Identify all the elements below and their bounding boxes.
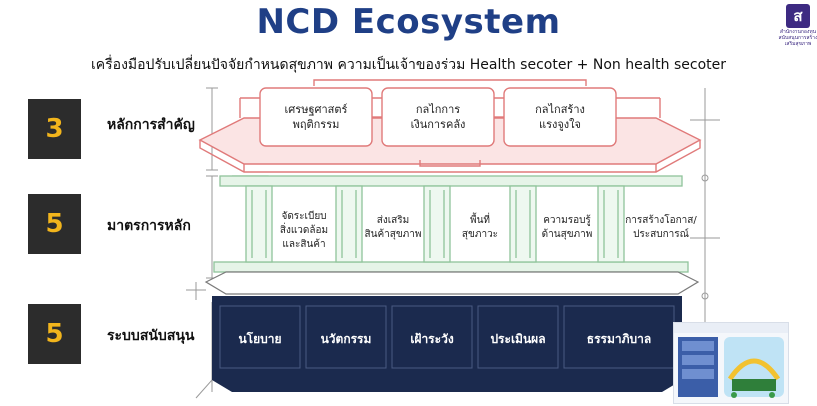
measure-2: ส่งเสริม สินค้าสุขภาพ bbox=[362, 214, 424, 242]
support-5: ธรรมาภิบาล bbox=[586, 332, 652, 346]
principle-1-line1: เศรษฐศาสตร์ bbox=[284, 103, 348, 116]
principle-2-line2: เงินการคลัง bbox=[410, 118, 466, 131]
pillar-4 bbox=[509, 185, 537, 263]
pillar-1 bbox=[245, 185, 273, 263]
page-subtitle: เครื่องมือปรับเปลี่ยนปัจจัยกำหนดสุขภาพ ค… bbox=[91, 57, 726, 73]
principle-2: กลไกการ เงินการคลัง bbox=[382, 102, 494, 132]
principle-3: กลไกสร้าง แรงจูงใจ bbox=[504, 102, 616, 132]
measure-3-line2: สุขภาวะ bbox=[461, 229, 499, 240]
measure-2-line2: สินค้าสุขภาพ bbox=[364, 229, 422, 240]
row-label-supports: ระบบสนับสนุน bbox=[107, 328, 195, 344]
measure-3: พื้นที่ สุขภาวะ bbox=[450, 214, 510, 242]
base-structure bbox=[195, 271, 700, 399]
row-label-principles: หลักการสำคัญ bbox=[107, 117, 195, 133]
support-1: นโยบาย bbox=[238, 332, 282, 346]
pillar-2 bbox=[335, 185, 363, 263]
measure-4-line2: ด้านสุขภาพ bbox=[541, 229, 593, 240]
measure-4: ความรอบรู้ ด้านสุขภาพ bbox=[536, 214, 598, 242]
support-2: นวัตกรรม bbox=[320, 332, 372, 346]
principle-1-line2: พฤติกรรม bbox=[292, 118, 340, 131]
row-label-measures: มาตรการหลัก bbox=[107, 218, 191, 234]
measure-5: การสร้างโอกาส/ ประสบการณ์ bbox=[622, 214, 700, 242]
measure-3-line1: พื้นที่ bbox=[469, 215, 491, 226]
thumbnail-image bbox=[674, 323, 788, 398]
row-number-measures: 5 bbox=[28, 194, 81, 254]
support-4: ประเมินผล bbox=[490, 332, 546, 346]
measure-2-line1: ส่งเสริม bbox=[376, 215, 410, 226]
principle-2-line1: กลไกการ bbox=[415, 103, 461, 116]
pillar-3 bbox=[423, 185, 451, 263]
row-number-supports: 5 bbox=[28, 304, 81, 364]
roof-structure bbox=[198, 79, 702, 173]
measure-1-line1: จัดระเบียบ bbox=[281, 211, 327, 222]
principle-1: เศรษฐศาสตร์ พฤติกรรม bbox=[260, 102, 372, 132]
measure-1-line3: และสินค้า bbox=[282, 239, 326, 250]
measure-1-line2: สิ่งแวดล้อม bbox=[279, 225, 329, 236]
base-block bbox=[212, 296, 682, 380]
measure-4-line1: ความรอบรู้ bbox=[543, 215, 591, 226]
measure-1: จัดระเบียบ สิ่งแวดล้อม และสินค้า bbox=[272, 210, 336, 252]
organization-logo: ส สำนักงานกองทุนสนับสนุนการสร้างเสริมสุข… bbox=[778, 4, 817, 47]
principle-3-line2: แรงจูงใจ bbox=[538, 118, 581, 131]
row-number-principles: 3 bbox=[28, 99, 81, 159]
logo-mark-icon: ส bbox=[786, 4, 810, 28]
principle-3-line1: กลไกสร้าง bbox=[535, 103, 585, 116]
ecosystem-infographic-thumbnail bbox=[673, 322, 789, 404]
measure-5-line1: การสร้างโอกาส/ bbox=[625, 215, 697, 226]
page-title: NCD Ecosystem bbox=[256, 2, 561, 42]
pillar-5 bbox=[597, 185, 625, 263]
logo-caption: สำนักงานกองทุนสนับสนุนการสร้างเสริมสุขภา… bbox=[778, 29, 817, 47]
pillar-structure bbox=[213, 175, 689, 273]
measure-5-line2: ประสบการณ์ bbox=[633, 229, 689, 240]
support-3: เฝ้าระวัง bbox=[410, 332, 454, 346]
